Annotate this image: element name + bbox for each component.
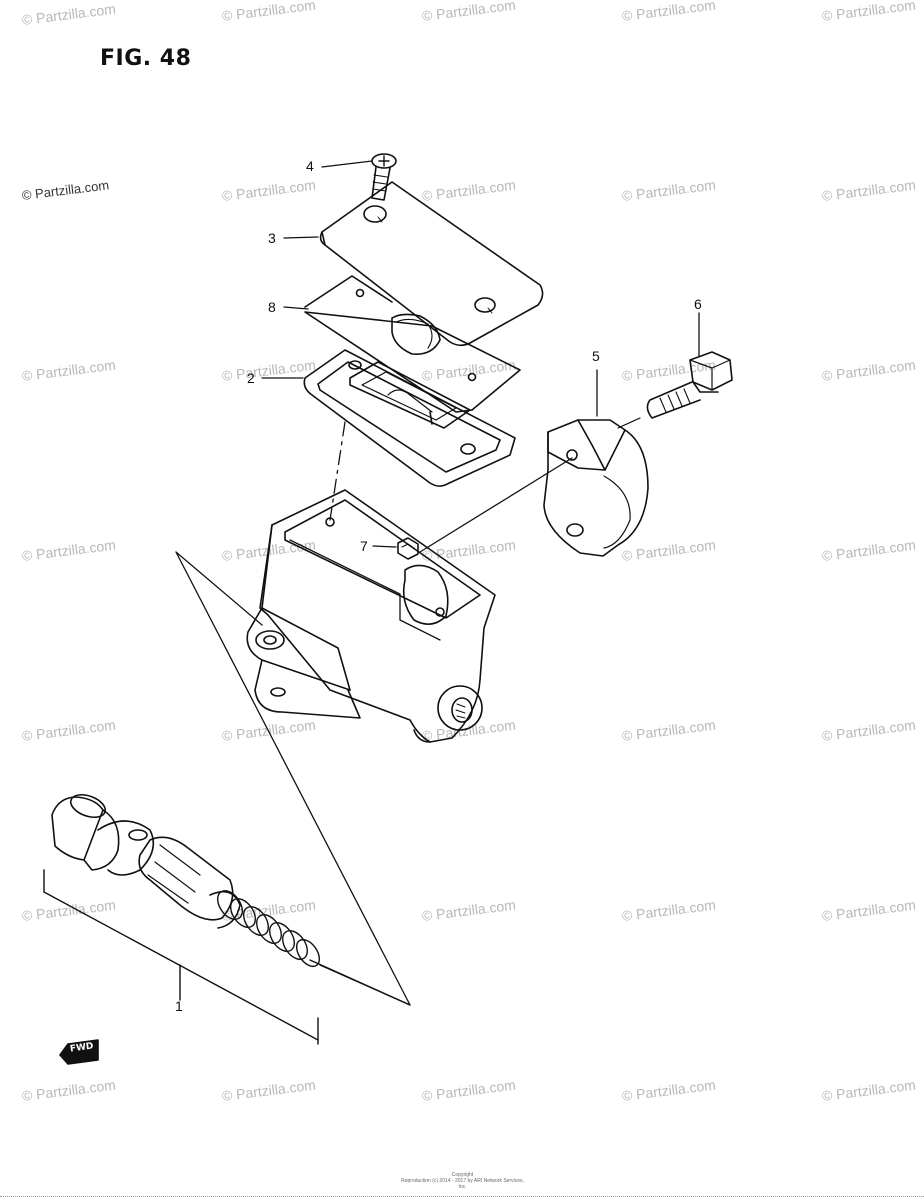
master-cylinder-body[interactable]	[246, 489, 496, 743]
callout-1: 1	[175, 998, 183, 1014]
part-8-diaphragm-plate[interactable]	[304, 275, 521, 413]
figure-title: FIG. 48	[100, 46, 192, 71]
part-7-nut[interactable]	[397, 537, 419, 560]
callout-5: 5	[592, 348, 600, 364]
part-3-reservoir-cap[interactable]	[319, 181, 544, 347]
footer-line-2: Reproduction (c) 2014 - 2017 by ARI Netw…	[401, 1178, 524, 1190]
callout-7: 7	[360, 538, 368, 554]
callout-4: 4	[306, 158, 314, 174]
part-1-bracket	[43, 869, 319, 1045]
footer-copyright: Copyright Reproduction (c) 2014 - 2017 b…	[400, 1172, 525, 1190]
leader-lines	[261, 160, 700, 548]
part-6-bolt[interactable]	[646, 351, 733, 419]
callout-6: 6	[694, 296, 702, 312]
callout-3: 3	[268, 230, 276, 246]
part-2-diaphragm-gasket[interactable]	[303, 349, 516, 487]
callout-8: 8	[268, 299, 276, 315]
leader-line-5	[419, 457, 573, 553]
callout-2: 2	[247, 370, 255, 386]
part-5-holder-clamp[interactable]	[543, 417, 649, 557]
alignment-line	[329, 421, 346, 521]
part-1-piston-kit[interactable]	[51, 790, 324, 970]
footer-line-1: Copyright	[451, 1172, 474, 1178]
bottom-divider	[0, 1196, 924, 1197]
fwd-arrow-icon	[59, 1039, 99, 1065]
